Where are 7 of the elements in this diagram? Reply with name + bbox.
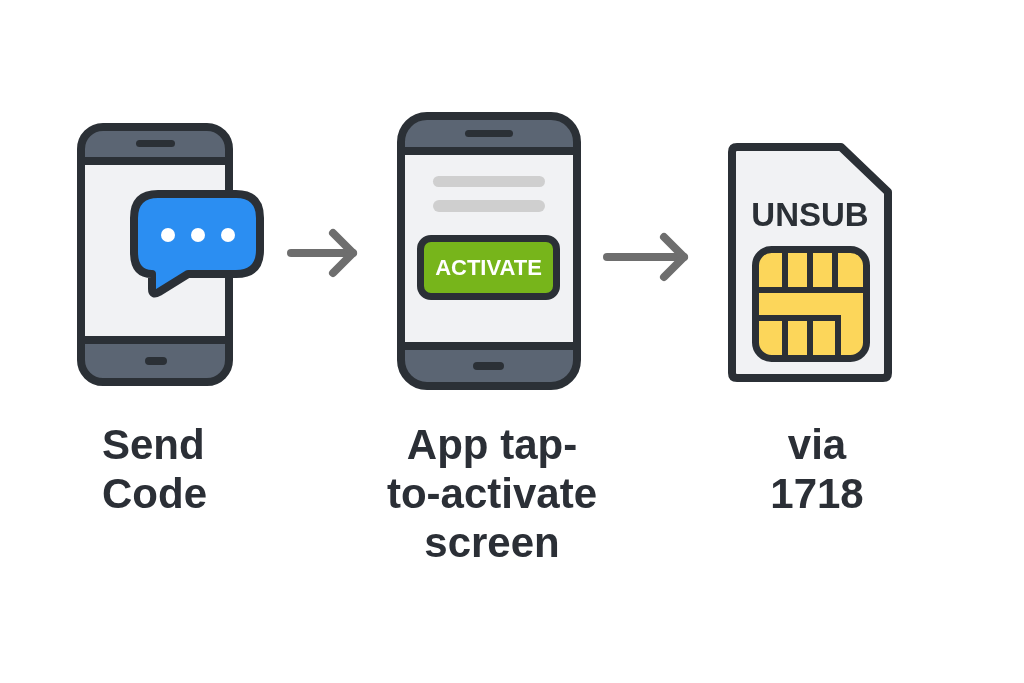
arrow: [287, 229, 357, 277]
activate-button: ACTIVATE: [417, 235, 560, 300]
caption-text: Send Code: [102, 420, 208, 518]
arrow: [603, 233, 688, 281]
caption-text: App tap-to-activate screen: [385, 420, 599, 567]
caption-text: via 1718: [769, 420, 865, 518]
card-label: UNSUB: [750, 198, 870, 231]
